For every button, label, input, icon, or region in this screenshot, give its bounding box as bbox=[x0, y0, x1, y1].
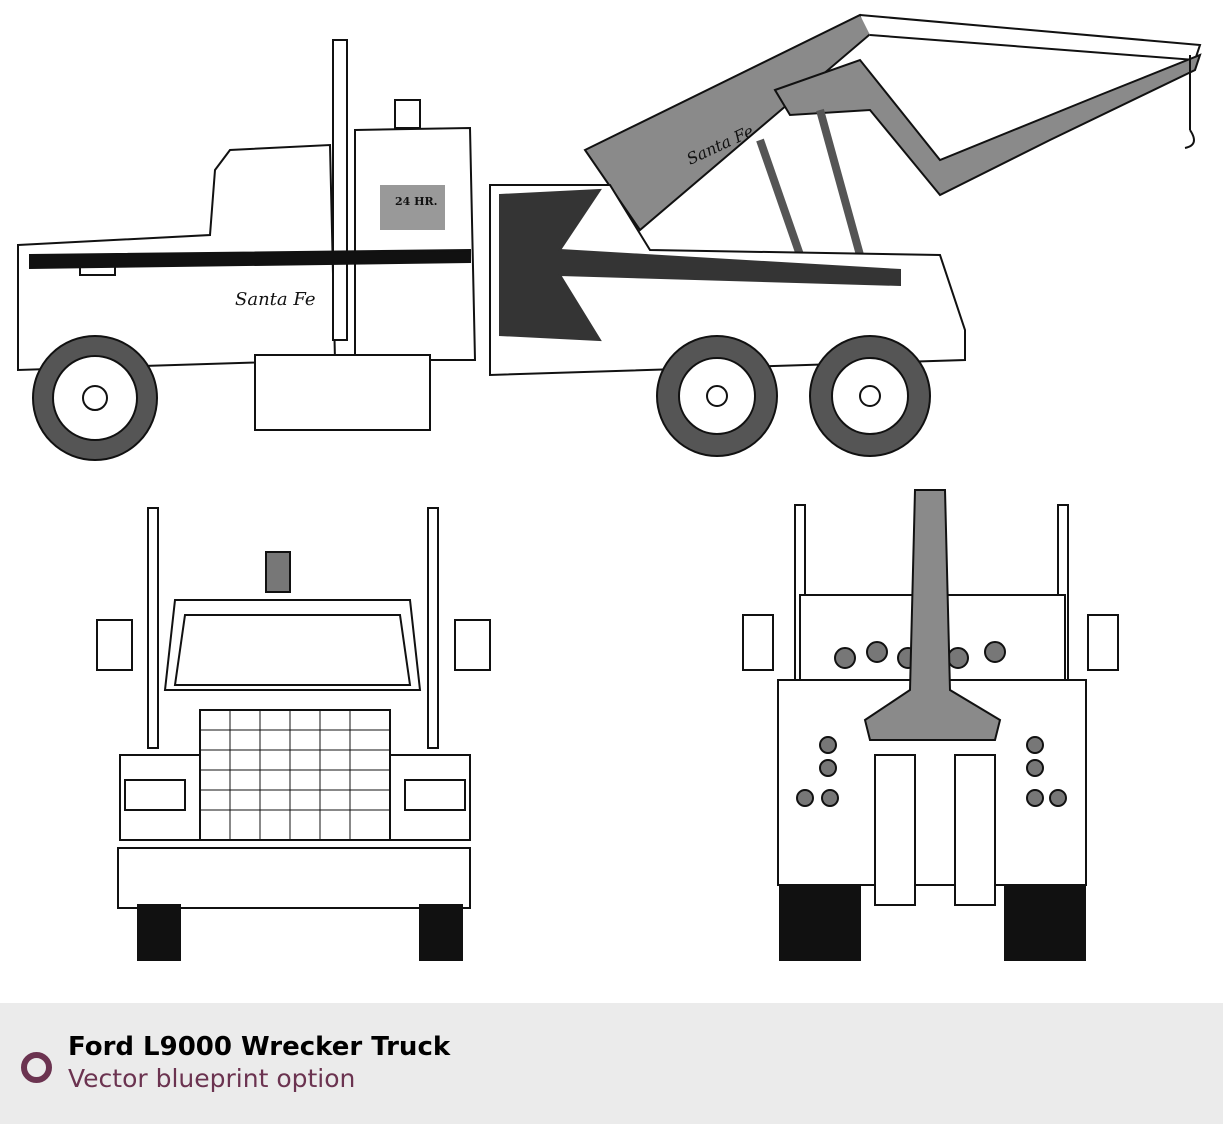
front-view bbox=[96, 507, 491, 961]
caption-bar bbox=[0, 1003, 1223, 1124]
bullet-ring-icon bbox=[21, 1052, 52, 1083]
svg-text:24 HR.: 24 HR. bbox=[395, 195, 438, 208]
caption-subtitle: Vector blueprint option bbox=[68, 1064, 356, 1093]
rear-view bbox=[742, 489, 1119, 961]
logo-text: Santa Fe bbox=[235, 289, 316, 310]
side-view: Santa Fe Santa Fe 24 HR. bbox=[17, 13, 1202, 461]
truck-blueprint-drawing: Santa Fe Santa Fe 24 HR. bbox=[17, 13, 1202, 961]
caption-title: Ford L9000 Wrecker Truck bbox=[68, 1032, 451, 1062]
